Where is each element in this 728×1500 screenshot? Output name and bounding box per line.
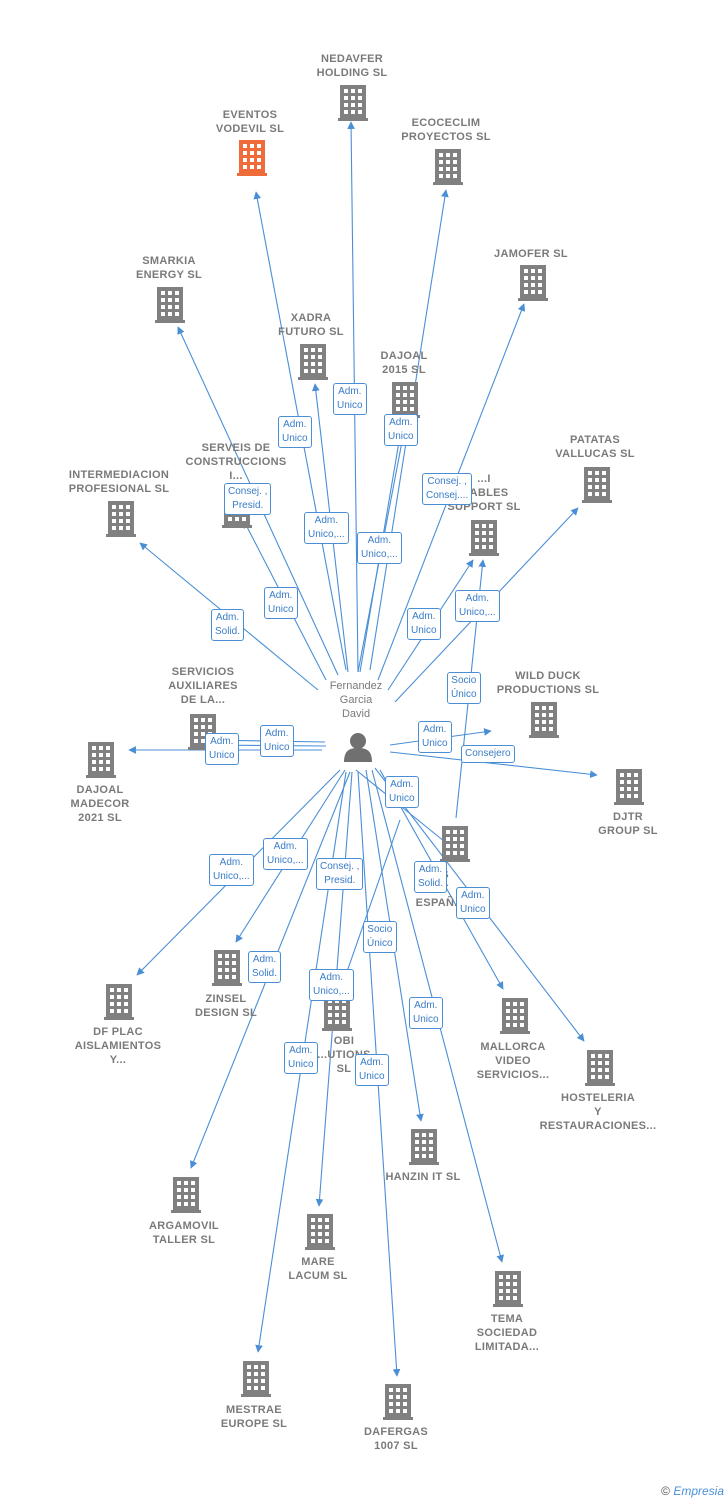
role-espana: Adm. Unico	[385, 776, 419, 808]
role-obi-socio: Socio Único	[363, 921, 397, 953]
role-hosteleria: Adm. Unico	[456, 887, 490, 919]
company-label-patatas[interactable]: PATATAS VALLUCAS SL	[555, 434, 635, 460]
edge-to-obi	[340, 819, 401, 987]
copyright-symbol: ©	[661, 1484, 670, 1498]
role-djtr: Consejero	[461, 745, 515, 763]
company-label-zinsel[interactable]: ZINSEL DESIGN SL	[195, 993, 257, 1019]
role-smarkia: Consej. , Presid.	[224, 483, 272, 515]
role-support: Adm. Unico	[407, 608, 441, 640]
building-icon[interactable]	[104, 984, 134, 1020]
building-icon[interactable]	[585, 1050, 615, 1086]
company-label-dajoalmadecor[interactable]: DAJOAL MADECOR 2021 SL	[70, 784, 130, 824]
building-icon[interactable]	[390, 382, 420, 418]
company-label-wildduck[interactable]: WILD DUCK PRODUCTIONS SL	[496, 670, 600, 696]
person-name[interactable]: Fernandez Garcia David	[329, 680, 383, 720]
building-icon[interactable]	[582, 467, 612, 503]
building-icon[interactable]	[86, 742, 116, 778]
role-obi: Adm. Unico,...	[309, 969, 354, 1001]
role-hanzin: Adm. Unico	[409, 997, 443, 1029]
building-icon[interactable]	[338, 85, 368, 121]
company-label-tema[interactable]: TEMA SOCIEDAD LIMITADA...	[474, 1313, 540, 1353]
role-mallorca: Adm. Solid.	[414, 861, 448, 893]
role-mestrae: Adm. Unico	[284, 1042, 318, 1074]
role-ecoceclim: Adm. Unico	[384, 414, 418, 446]
role-eventos: Adm. Unico	[278, 416, 312, 448]
building-icon[interactable]	[529, 702, 559, 738]
role-obi-consej: Consej. , Presid.	[316, 858, 364, 890]
company-label-servicios[interactable]: SERVICIOS AUXILIARES DE LA...	[168, 666, 238, 706]
person-icon	[344, 733, 372, 762]
company-label-dajoal2015[interactable]: DAJOAL 2015 SL	[380, 350, 428, 376]
building-icon[interactable]	[171, 1177, 201, 1213]
company-label-serveis[interactable]: SERVEIS DE CONSTRUCCIONS I...	[185, 442, 287, 482]
company-label-mestrae[interactable]: MESTRAE EUROPE SL	[220, 1404, 288, 1430]
edge-link-0	[355, 769, 456, 851]
company-label-dfplac[interactable]: DF PLAC AISLAMIENTOS Y...	[74, 1026, 162, 1066]
building-icon[interactable]	[237, 140, 267, 176]
company-label-hanzin[interactable]: HANZIN IT SL	[385, 1171, 461, 1183]
role-dfplac: Adm. Unico,...	[209, 854, 254, 886]
company-label-mallorca[interactable]: MALLORCA VIDEO SERVICIOS...	[476, 1041, 550, 1081]
edge-to-djtr	[389, 751, 598, 779]
company-label-eventos[interactable]: EVENTOS VODEVIL SL	[215, 109, 285, 135]
building-icon[interactable]	[298, 344, 328, 380]
role-zinsel: Adm. Unico,...	[263, 838, 308, 870]
building-icon[interactable]	[212, 950, 242, 986]
company-label-intermediacion[interactable]: INTERMEDIACION PROFESIONAL SL	[68, 469, 170, 495]
building-icon[interactable]	[383, 1384, 413, 1420]
building-icon[interactable]	[469, 520, 499, 556]
role-argamovil: Adm. Solid.	[248, 951, 282, 983]
role-xadra: Adm. Unico,...	[304, 512, 349, 544]
building-icon[interactable]	[493, 1271, 523, 1307]
role-wildduck-socio: Socio Único	[447, 672, 481, 704]
building-icon[interactable]	[440, 826, 470, 862]
building-icon[interactable]	[500, 998, 530, 1034]
company-label-support[interactable]: ...I ...ABLES SUPPORT SL	[447, 473, 521, 513]
company-label-jamofer[interactable]: JAMOFER SL	[494, 248, 568, 260]
role-nedavfer: Adm. Unico	[333, 383, 367, 415]
company-label-dafergas[interactable]: DAFERGAS 1007 SL	[363, 1426, 429, 1452]
footer: © Empresia	[661, 1484, 724, 1498]
company-label-argamovil[interactable]: ARGAMOVIL TALLER SL	[149, 1220, 219, 1246]
building-icon[interactable]	[433, 149, 463, 185]
role-servicios: Adm. Unico	[260, 725, 294, 757]
building-icon[interactable]	[155, 287, 185, 323]
company-label-hosteleria[interactable]: HOSTELERIA Y RESTAURACIONES...	[539, 1092, 657, 1132]
role-serveis: Adm. Unico	[264, 587, 298, 619]
role-dajoal2015: Adm. Unico,...	[357, 532, 402, 564]
company-label-xadra[interactable]: XADRA FUTURO SL	[278, 312, 344, 338]
building-icon[interactable]	[518, 265, 548, 301]
role-intermediacion: Adm. Solid.	[211, 609, 245, 641]
company-label-djtr[interactable]: DJTR GROUP SL	[598, 811, 658, 837]
role-mare: Adm. Unico	[355, 1054, 389, 1086]
building-icon[interactable]	[305, 1214, 335, 1250]
company-label-smarkia[interactable]: SMARKIA ENERGY SL	[135, 255, 203, 281]
building-icon[interactable]	[241, 1361, 271, 1397]
role-jamofer: Consej. , Consej....	[422, 473, 473, 505]
company-label-nedavfer[interactable]: NEDAVFER HOLDING SL	[316, 53, 388, 79]
role-patatas: Adm. Unico,...	[455, 590, 500, 622]
brand-logo[interactable]: Empresia	[673, 1484, 724, 1498]
role-dajoalmadecor: Adm. Unico	[205, 733, 239, 765]
role-wildduck: Adm. Unico	[418, 721, 452, 753]
building-icon[interactable]	[614, 769, 644, 805]
company-label-mare[interactable]: MARE LACUM SL	[288, 1256, 348, 1282]
building-icon[interactable]	[409, 1129, 439, 1165]
company-label-ecoceclim[interactable]: ECOCECLIM PROYECTOS SL	[401, 117, 491, 143]
building-icon[interactable]	[106, 501, 136, 537]
